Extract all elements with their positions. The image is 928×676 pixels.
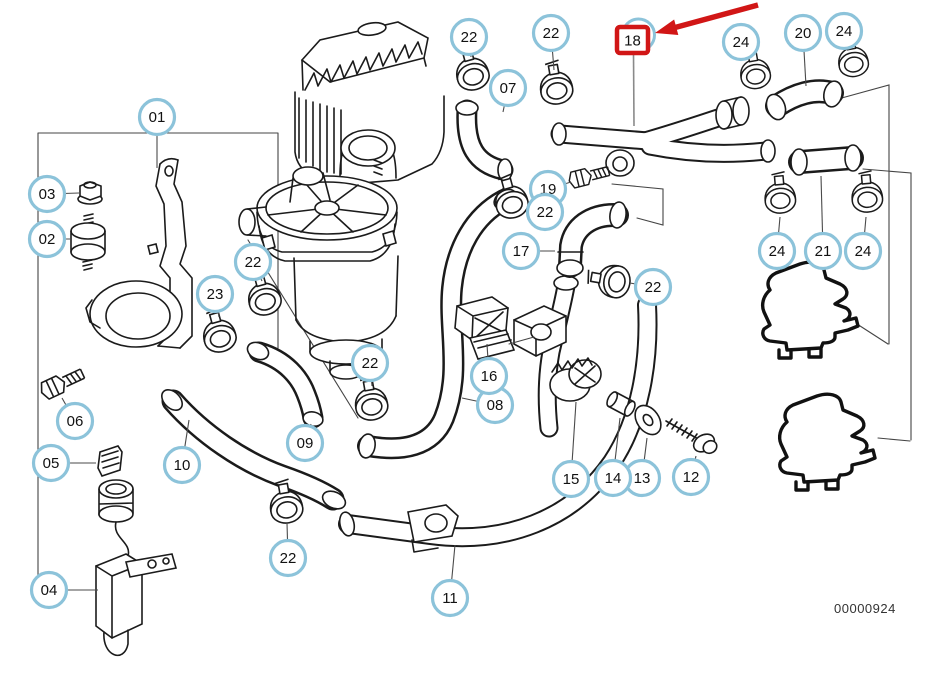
relay-with-bracket-04 (95, 479, 178, 656)
callout-layer: 0102030405060708091011121314151617192021… (27, 11, 883, 618)
callout-label: 09 (297, 435, 314, 452)
callout-03-2: 03 (27, 174, 80, 214)
callout-label: 24 (733, 34, 750, 51)
callout-label: 24 (769, 243, 786, 260)
callout-22-21: 22 (531, 13, 571, 71)
callout-label: 23 (207, 286, 224, 303)
callout-label: 10 (174, 457, 191, 474)
callout-12-11: 12 (671, 455, 711, 497)
callout-label: 12 (683, 469, 700, 486)
callout-label: 14 (605, 470, 622, 487)
callout-02-1: 02 (27, 219, 70, 259)
impeller-15 (549, 357, 602, 402)
callout-22-26: 22 (629, 267, 673, 307)
callout-09-8: 09 (285, 423, 325, 463)
callout-15-14: 15 (551, 401, 591, 499)
callout-11-10: 11 (430, 544, 470, 618)
callout-label: 24 (855, 243, 872, 260)
callout-20-18: 20 (783, 13, 823, 87)
callout-label: 03 (39, 186, 56, 203)
callout-22-23: 22 (233, 242, 273, 282)
hose-20 (765, 79, 844, 121)
retainer-clip-05 (97, 445, 123, 477)
hose-10 (161, 389, 347, 511)
callout-label: 21 (815, 243, 832, 260)
callout-label: 22 (543, 25, 560, 42)
hex-bolt-06 (37, 364, 88, 402)
highlighted-callout-18: 18 (614, 17, 656, 127)
y-pipe-18 (550, 96, 776, 177)
callout-label: 08 (487, 397, 504, 414)
image-code: 00000924 (834, 601, 896, 616)
callout-17-16: 17 (501, 231, 555, 271)
highlighted-callout-label: 18 (624, 33, 641, 50)
washer-13 (634, 404, 662, 436)
callout-06-5: 06 (55, 397, 95, 441)
hose-07 (455, 99, 514, 182)
pipe-branch-stub (513, 275, 579, 438)
callout-label: 07 (500, 80, 517, 97)
callout-10-9: 10 (162, 419, 202, 485)
callout-label: 22 (245, 254, 262, 271)
air-filter-housing (294, 21, 445, 185)
highlight-box (614, 24, 651, 56)
callout-04-3: 04 (29, 570, 98, 610)
callout-label: 22 (280, 550, 297, 567)
callout-label: 22 (645, 279, 662, 296)
hose-17 (556, 201, 629, 278)
callout-label: 22 (537, 204, 554, 221)
callout-label: 20 (795, 25, 812, 42)
callout-label: 17 (513, 243, 530, 260)
callout-label: 02 (39, 231, 56, 248)
red-annotation-layer: 18 (614, 2, 759, 127)
callout-label: 01 (149, 109, 166, 126)
callout-label: 22 (461, 29, 478, 46)
callout-24-29: 24 (824, 11, 864, 51)
callout-label: 05 (43, 455, 60, 472)
spacer-14 (606, 391, 636, 417)
callout-05-4: 05 (31, 443, 96, 483)
callout-label: 11 (442, 590, 458, 607)
callout-16-15: 16 (469, 343, 509, 396)
callout-label: 15 (563, 471, 580, 488)
hex-bolt-19 (566, 162, 612, 190)
callout-23-27: 23 (195, 274, 235, 318)
callout-label: 13 (634, 470, 651, 487)
red-arrow (655, 2, 759, 35)
rubber-mount-02 (70, 213, 106, 271)
callout-label: 24 (836, 23, 853, 40)
callout-label: 22 (362, 355, 379, 372)
callout-13-12: 13 (622, 437, 662, 498)
callout-24-28: 24 (721, 22, 761, 62)
callout-08-7: 08 (461, 385, 515, 425)
callout-22-25: 22 (268, 522, 308, 578)
callout-label: 16 (481, 368, 498, 385)
callout-21-19: 21 (803, 175, 843, 271)
callout-label: 06 (67, 413, 84, 430)
mounting-bracket (85, 157, 193, 349)
callout-07-6: 07 (488, 68, 528, 113)
callout-22-22: 22 (525, 192, 565, 232)
plug-16 (454, 296, 535, 360)
callout-24-30: 24 (757, 216, 797, 271)
engine-silhouette-bottom (777, 392, 877, 492)
screw-12 (665, 418, 718, 455)
engine-silhouette-top (760, 260, 860, 360)
hose-09 (246, 341, 324, 429)
callout-22-24: 22 (350, 343, 390, 387)
callout-01-0: 01 (137, 97, 177, 168)
hose-21 (788, 144, 864, 176)
callout-24-31: 24 (843, 216, 883, 271)
hex-nut-03 (77, 181, 103, 205)
callout-14-13: 14 (593, 417, 633, 498)
callout-label: 04 (41, 582, 58, 599)
callout-22-20: 22 (449, 17, 489, 58)
